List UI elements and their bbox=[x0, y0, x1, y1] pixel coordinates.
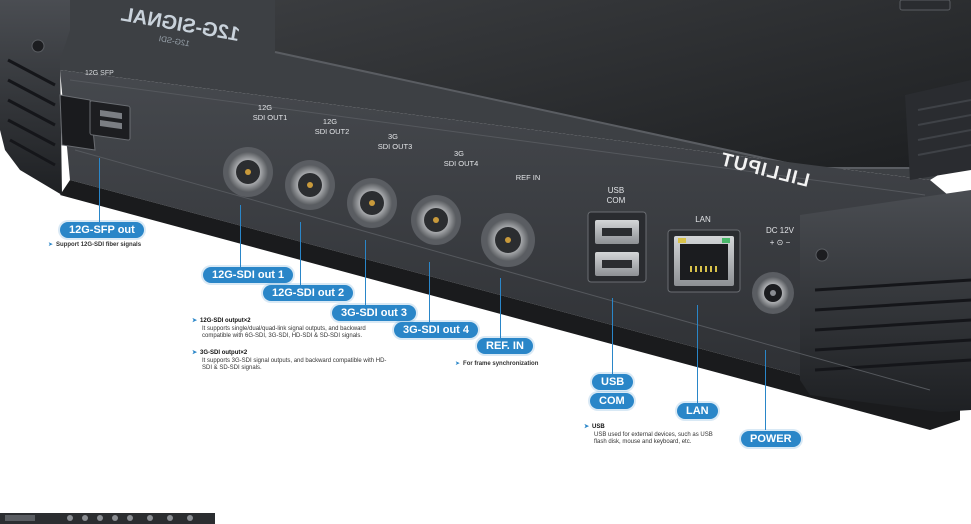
callout-sdi3: 3G-SDI out 3 bbox=[332, 305, 417, 321]
dc-jack bbox=[752, 272, 794, 314]
callout-sfp: 12G-SFP out bbox=[60, 222, 144, 238]
bullet-arrow-icon: ➤ bbox=[584, 424, 590, 430]
desc-usb-body: USB used for external devices, such as U… bbox=[594, 431, 713, 446]
right-handle bbox=[905, 80, 971, 180]
sfp-port-label: 12G SFP bbox=[85, 70, 114, 77]
bullet-arrow-icon: ➤ bbox=[192, 350, 198, 356]
desc-sdi3-body: It supports 3G-SDI signal outputs, and b… bbox=[202, 357, 387, 372]
callout-power: POWER bbox=[741, 431, 801, 447]
port-label-dc-polarity: + ⊙ − bbox=[770, 238, 791, 247]
leader-sfp bbox=[99, 158, 100, 222]
left-bumper bbox=[0, 0, 70, 195]
desc-sdi3: ➤3G-SDI output×2 It supports 3G-SDI sign… bbox=[192, 350, 387, 373]
leader-power bbox=[765, 350, 766, 430]
top-right-button bbox=[899, 0, 951, 11]
leader-sdi2 bbox=[300, 222, 301, 288]
desc-usb: ➤USB USB used for external devices, such… bbox=[584, 424, 724, 447]
port-label-sdi4-b: SDI OUT4 bbox=[444, 159, 479, 168]
desc-sfp-text: Support 12G-SDI fiber signals bbox=[56, 242, 142, 248]
bnc-connector-1 bbox=[223, 147, 273, 197]
desc-sdi12: ➤12G-SDI output×2 It supports single/dua… bbox=[192, 318, 392, 341]
desc-usb-head: USB bbox=[592, 424, 605, 430]
desc-ref-text: For frame synchronization bbox=[463, 361, 539, 367]
port-label-usb: USB bbox=[608, 186, 624, 195]
leader-ref bbox=[500, 278, 501, 338]
port-label-sdi3-b: SDI OUT3 bbox=[378, 142, 413, 151]
port-label-dc: DC 12V bbox=[766, 226, 795, 235]
leader-sdi4 bbox=[429, 262, 430, 322]
bnc-connector-2 bbox=[285, 160, 335, 210]
port-label-sdi2-a: 12G bbox=[323, 117, 337, 126]
port-label-sdi4-a: 3G bbox=[454, 149, 464, 158]
port-label-sdi1-b: SDI OUT1 bbox=[253, 113, 288, 122]
device-screen bbox=[275, 0, 971, 168]
callout-ref: REF. IN bbox=[477, 338, 533, 354]
bullet-arrow-icon: ➤ bbox=[192, 318, 198, 324]
leader-sdi1 bbox=[240, 205, 241, 267]
right-bumper-grooves bbox=[814, 278, 971, 372]
leader-lan bbox=[697, 305, 698, 403]
callout-sdi1: 12G-SDI out 1 bbox=[203, 267, 294, 283]
callout-lan: LAN bbox=[677, 403, 718, 419]
desc-sfp: ➤Support 12G-SDI fiber signals bbox=[48, 242, 198, 250]
bullet-arrow-icon: ➤ bbox=[48, 242, 54, 248]
lan-port bbox=[667, 229, 741, 293]
port-label-sdi3-a: 3G bbox=[388, 132, 398, 141]
leader-sdi3 bbox=[365, 240, 366, 306]
desc-sdi3-head: 3G-SDI output×2 bbox=[200, 350, 248, 356]
leader-usb bbox=[612, 298, 613, 374]
device-thumbnail bbox=[0, 513, 215, 524]
right-bumper bbox=[800, 190, 971, 412]
callout-usb: USB bbox=[592, 374, 634, 390]
bnc-connector-3 bbox=[347, 178, 397, 228]
left-bumper-grooves bbox=[7, 58, 56, 167]
sfp-module bbox=[59, 94, 131, 151]
desc-sdi12-head: 12G-SDI output×2 bbox=[200, 318, 251, 324]
device-bottom-edge bbox=[60, 180, 960, 430]
usb-ports bbox=[587, 211, 647, 283]
port-label-ref: REF IN bbox=[516, 173, 541, 182]
bnc-connector-4 bbox=[411, 195, 461, 245]
desc-ref: ➤For frame synchronization bbox=[455, 361, 575, 369]
bullet-arrow-icon: ➤ bbox=[455, 361, 461, 367]
port-label-lan: LAN bbox=[695, 215, 711, 224]
callout-sdi2: 12G-SDI out 2 bbox=[263, 285, 354, 301]
port-label-sdi2-b: SDI OUT2 bbox=[315, 127, 350, 136]
port-label-com: COM bbox=[607, 196, 626, 205]
bnc-connector-ref bbox=[481, 213, 535, 267]
callout-com: COM bbox=[590, 393, 634, 409]
desc-sdi12-body: It supports single/dual/quad-link signal… bbox=[202, 325, 366, 340]
port-label-sdi1-a: 12G bbox=[258, 103, 272, 112]
callout-sdi4: 3G-SDI out 4 bbox=[394, 322, 479, 338]
